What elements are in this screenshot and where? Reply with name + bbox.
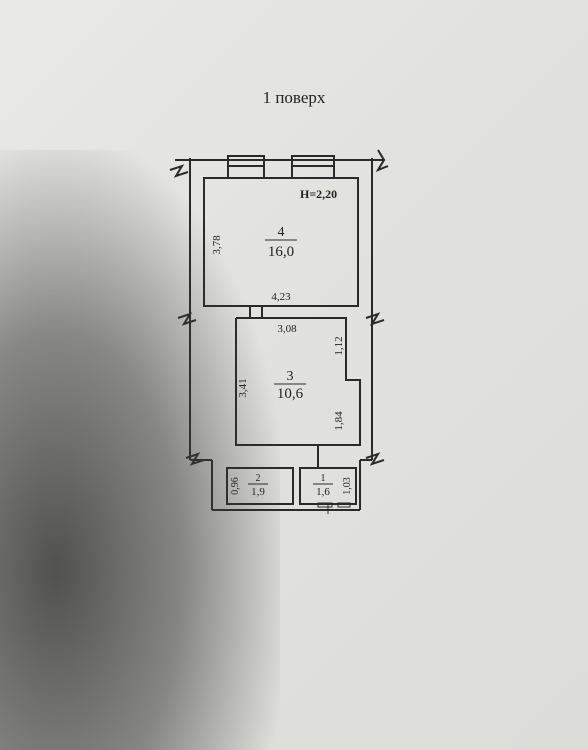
break-mark bbox=[177, 312, 197, 326]
break-mark bbox=[365, 452, 385, 466]
room-2-area: 1,9 bbox=[251, 486, 265, 498]
room-2-number: 2 bbox=[256, 473, 261, 484]
height-note: H=2,20 bbox=[300, 187, 337, 201]
dim-room4-width: 4,23 bbox=[271, 291, 291, 303]
dim-room3-top: 3,08 bbox=[277, 323, 297, 335]
break-mark bbox=[375, 149, 389, 173]
dim-room4-height: 3,78 bbox=[211, 235, 223, 255]
break-mark bbox=[169, 164, 189, 178]
room-1-number: 1 bbox=[321, 473, 326, 484]
room-4-area: 16,0 bbox=[268, 244, 294, 260]
room-3-area: 10,6 bbox=[277, 386, 304, 402]
dim-room1-side: 1,03 bbox=[342, 477, 353, 495]
dim-room3-right-upper: 1,12 bbox=[333, 336, 345, 355]
dim-room2-side: 0,96 bbox=[230, 477, 241, 495]
dim-room3-left: 3,41 bbox=[237, 378, 249, 397]
room-3-number: 3 bbox=[287, 369, 294, 384]
room-4-number: 4 bbox=[278, 225, 285, 240]
dim-room3-right-lower: 1,84 bbox=[333, 411, 345, 431]
floor-title: 1 поверх bbox=[262, 88, 326, 107]
room-1-area: 1,6 bbox=[316, 486, 330, 498]
break-mark bbox=[365, 312, 385, 326]
